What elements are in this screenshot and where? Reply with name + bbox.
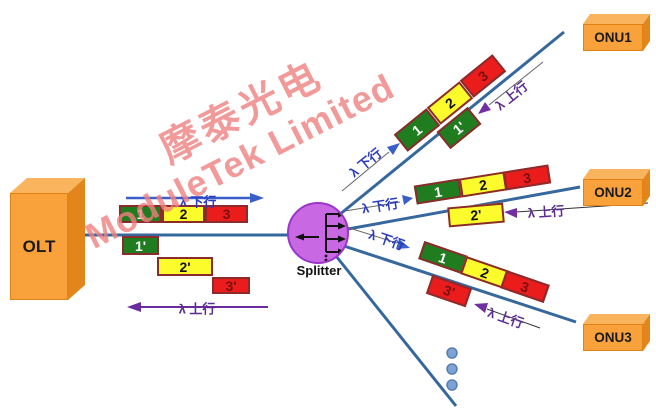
upstream-label-onu2: λ 上行 xyxy=(527,203,565,221)
onu1-node: ONU1 xyxy=(583,14,650,51)
onu2-node-side-face xyxy=(643,169,650,206)
downstream-label-olt: λ 下行 xyxy=(179,194,217,210)
trunk-downstream-frame-3: 3 xyxy=(205,205,248,223)
downstream-arrow-line-onu3 xyxy=(342,225,398,244)
downstream-arrow-line-onu1 xyxy=(341,151,390,192)
branch-fiber-more xyxy=(334,255,458,407)
trunk-downstream-frame-1: 1 xyxy=(119,205,162,223)
onu3-label: ONU3 xyxy=(583,324,643,351)
upstream-label-olt: λ 上行 xyxy=(178,301,216,317)
upstream-arrowhead-onu1 xyxy=(478,102,491,114)
downstream-arrowhead-onu2 xyxy=(402,195,413,205)
trunk-downstream-frame-2: 2 xyxy=(162,205,205,223)
upstream-arrowhead-onu2 xyxy=(504,208,517,218)
onu2-node-top-face xyxy=(583,169,650,179)
olt-label: OLT xyxy=(10,193,68,300)
splitter-fanout-icon xyxy=(295,210,346,262)
downstream-arrowhead-olt xyxy=(250,193,264,203)
onu1-node-top-face xyxy=(583,14,650,24)
trunk-upstream-frame-2p: 2' xyxy=(157,257,213,276)
onu1-label: ONU1 xyxy=(583,24,643,51)
downstream-arrowhead-onu1 xyxy=(387,143,400,155)
more-onus-ellipsis xyxy=(446,347,458,391)
onu2-node: ONU2 xyxy=(583,169,650,206)
splitter-node xyxy=(287,202,349,264)
upstream-arrowhead-onu3 xyxy=(474,303,488,313)
downstream-arrow-line-onu2 xyxy=(344,201,401,212)
olt-node-top-face xyxy=(10,178,85,193)
onu3-node-side-face xyxy=(643,314,650,351)
olt-node: OLT xyxy=(10,178,85,300)
downstream-arrowhead-onu3 xyxy=(396,239,410,249)
upstream-arrow-line-onu1 xyxy=(488,61,544,106)
upstream-arrow-line-onu3 xyxy=(486,308,541,329)
trunk-upstream-frame-3p: 3' xyxy=(212,277,250,294)
onu1-node-side-face xyxy=(643,14,650,51)
onu3-node: ONU3 xyxy=(583,314,650,351)
upstream-arrowhead-olt xyxy=(127,302,141,312)
splitter-label: Splitter xyxy=(296,263,342,278)
onu3-node-top-face xyxy=(583,314,650,324)
onu2-label: ONU2 xyxy=(583,179,643,206)
trunk-upstream-frame-1p: 1' xyxy=(122,236,159,255)
olt-node-side-face xyxy=(68,178,85,300)
